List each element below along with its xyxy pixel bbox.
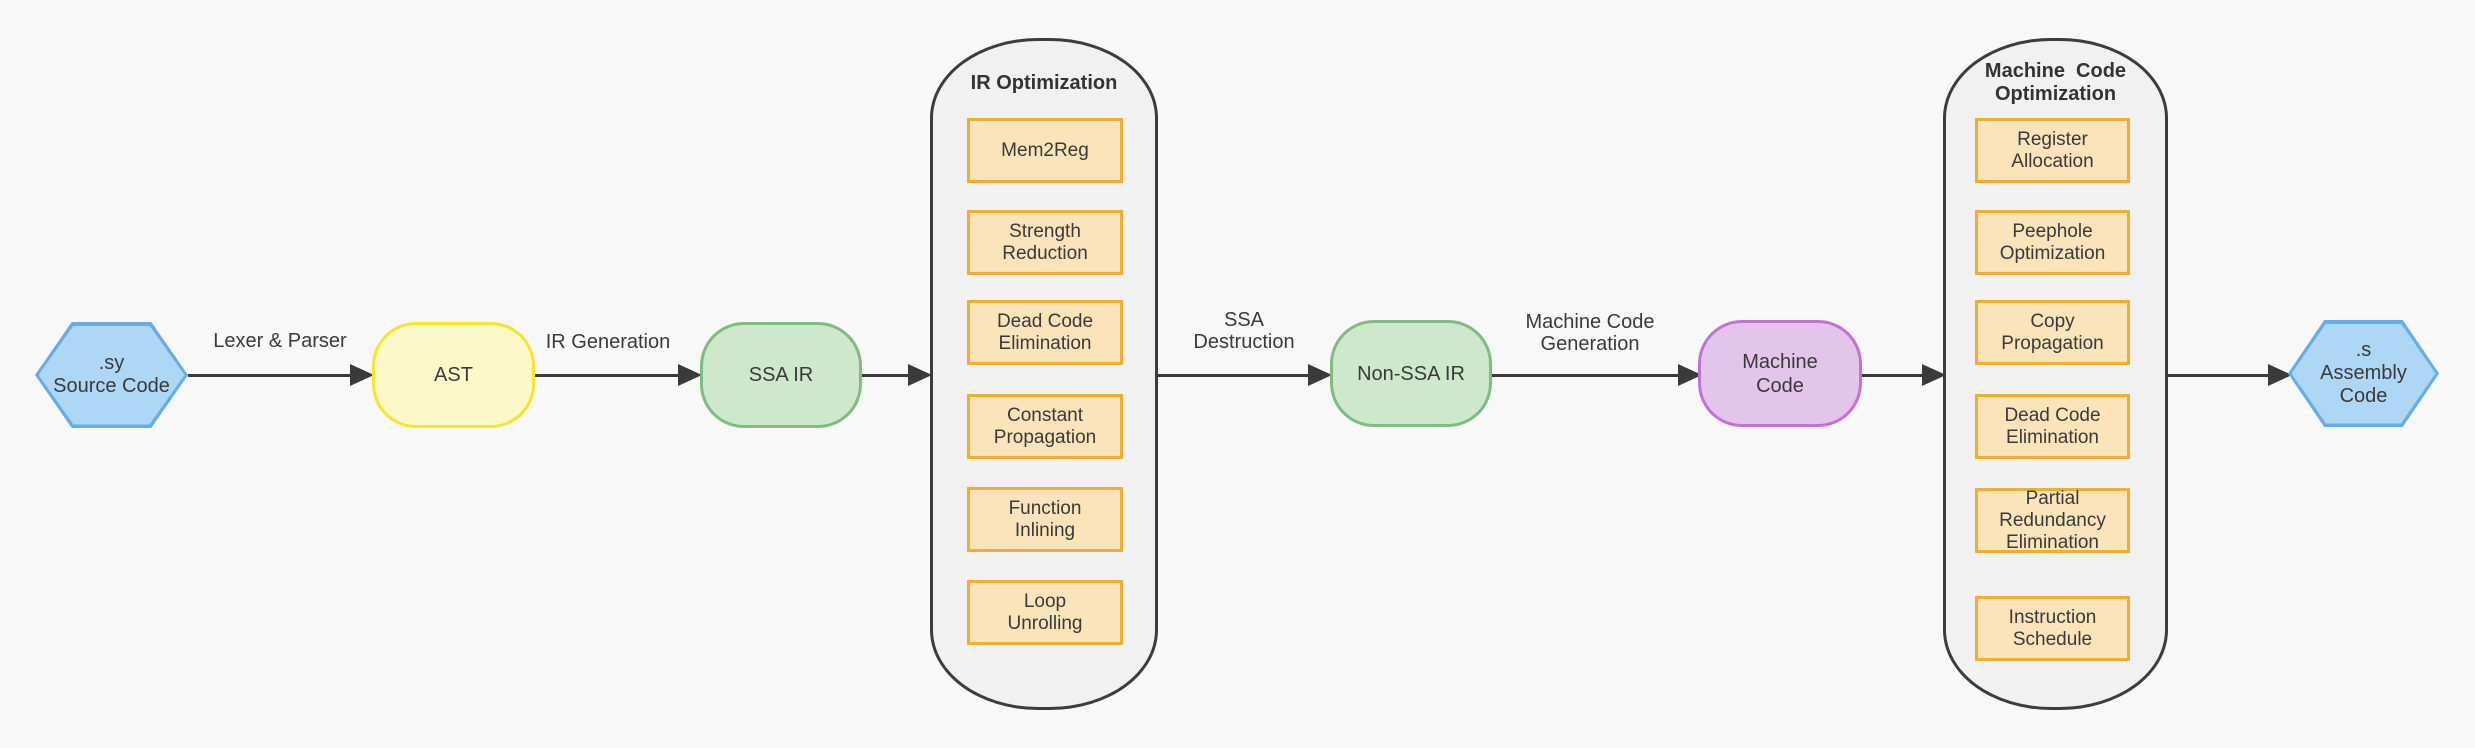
pass-function-inlining: Function Inlining — [967, 487, 1123, 552]
assembly-code-label: .s Assembly Code — [2320, 339, 2407, 407]
arrow-machine-code-generation — [1492, 364, 1702, 386]
pass-mem2reg: Mem2Reg — [967, 118, 1123, 183]
arrow-to-machine-code-optimization — [1862, 364, 1946, 386]
pass-copy-propagation: Copy Propagation — [1975, 300, 2130, 365]
edge-label-machine-code-generation: Machine Code Generation — [1525, 311, 1655, 355]
ast-node: AST — [372, 322, 535, 428]
machine-code-optimization-title: Machine Code Optimization — [1984, 60, 2127, 105]
pass-loop-unrolling: Loop Unrolling — [967, 580, 1123, 645]
pass-dead-code-elimination: Dead Code Elimination — [967, 300, 1123, 365]
edge-label-ssa-destruction: SSA Destruction — [1193, 309, 1295, 353]
non-ssa-ir-node: Non-SSA IR — [1330, 320, 1492, 427]
pass-partial-redundancy-elimination: Partial Redundancy Elimination — [1975, 488, 2130, 553]
ssa-ir-node: SSA IR — [700, 322, 862, 428]
machine-code-optimization-group: Machine Code Optimization Register Alloc… — [1943, 38, 2168, 710]
source-code-label: .sy Source Code — [53, 352, 170, 397]
edge-label-ir-generation: IR Generation — [545, 331, 671, 353]
pass-instruction-schedule: Instruction Schedule — [1975, 596, 2130, 661]
pass-dead-code-elimination-mc: Dead Code Elimination — [1975, 394, 2130, 459]
assembly-code-node: .s Assembly Code — [2288, 320, 2439, 427]
arrow-to-assembly — [2167, 364, 2292, 386]
arrow-to-ir-optimization — [862, 364, 932, 386]
source-code-node: .sy Source Code — [35, 322, 188, 428]
machine-code-node: Machine Code — [1698, 320, 1862, 427]
pass-register-allocation: Register Allocation — [1975, 118, 2130, 183]
hexagon-fill — [38, 325, 185, 425]
pass-peephole-optimization: Peephole Optimization — [1975, 210, 2130, 275]
hexagon-fill — [2291, 323, 2436, 424]
arrow-ssa-destruction — [1156, 364, 1332, 386]
arrow-lexer-parser — [188, 364, 374, 386]
pass-strength-reduction: Strength Reduction — [967, 210, 1123, 275]
arrow-ir-generation — [535, 364, 702, 386]
pass-constant-propagation: Constant Propagation — [967, 394, 1123, 459]
ir-optimization-title: IR Optimization — [970, 72, 1118, 94]
ir-optimization-group: IR Optimization Mem2Reg Strength Reducti… — [930, 38, 1158, 710]
edge-label-lexer-parser: Lexer & Parser — [213, 330, 347, 352]
